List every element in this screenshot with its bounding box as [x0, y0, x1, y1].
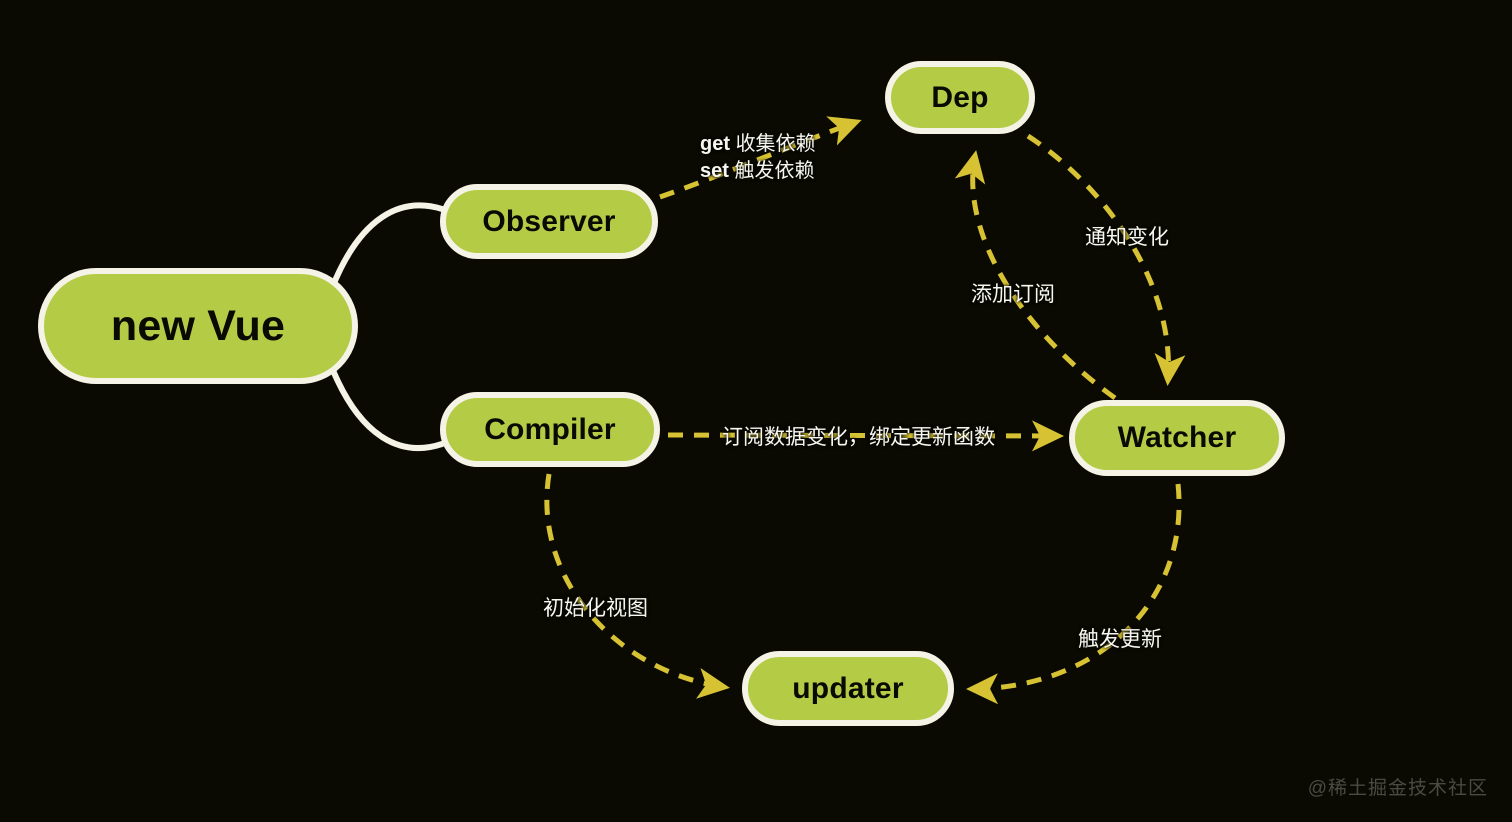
node-observer[interactable]: Observer [440, 184, 658, 259]
edge-label-add-subscription: 添加订阅 [971, 283, 1055, 306]
edge-watcher-dep [954, 150, 1117, 401]
edge-label-trigger-update: 触发更新 [1078, 628, 1162, 651]
edge-newvue-compiler [329, 365, 445, 451]
edge-watcher-updater [966, 483, 1182, 705]
node-watcher[interactable]: Watcher [1069, 400, 1285, 476]
edge-label-init-view: 初始化视图 [543, 597, 648, 620]
edge-label-get-key: get [700, 133, 730, 155]
node-dep-label: Dep [931, 80, 989, 114]
node-new-vue-label: new Vue [110, 301, 286, 350]
edge-label-get-text: 收集依赖 [735, 133, 816, 155]
edge-label-set-key: set [700, 160, 729, 182]
watermark: @稀土掘金技术社区 [1307, 778, 1488, 799]
edge-label-set-text: 触发依赖 [734, 160, 815, 182]
edge-compiler-updater [544, 473, 730, 699]
edge-label-subscribe-bind-update: 订阅数据变化，绑定更新函数 [722, 426, 995, 449]
node-observer-label: Observer [482, 204, 616, 238]
node-updater-label: updater [792, 671, 904, 705]
node-new-vue[interactable]: new Vue [38, 268, 358, 384]
edge-label-notify-change: 通知变化 [1085, 226, 1169, 249]
edge-newvue-observer [329, 202, 445, 291]
node-compiler-label: Compiler [484, 412, 616, 446]
edge-label-get-set: get 收集依赖 set 触发依赖 [700, 131, 816, 185]
node-updater[interactable]: updater [742, 651, 954, 726]
node-watcher-label: Watcher [1117, 421, 1237, 454]
edge-dep-watcher [1026, 133, 1186, 386]
node-compiler[interactable]: Compiler [440, 392, 660, 467]
node-dep[interactable]: Dep [885, 61, 1035, 134]
